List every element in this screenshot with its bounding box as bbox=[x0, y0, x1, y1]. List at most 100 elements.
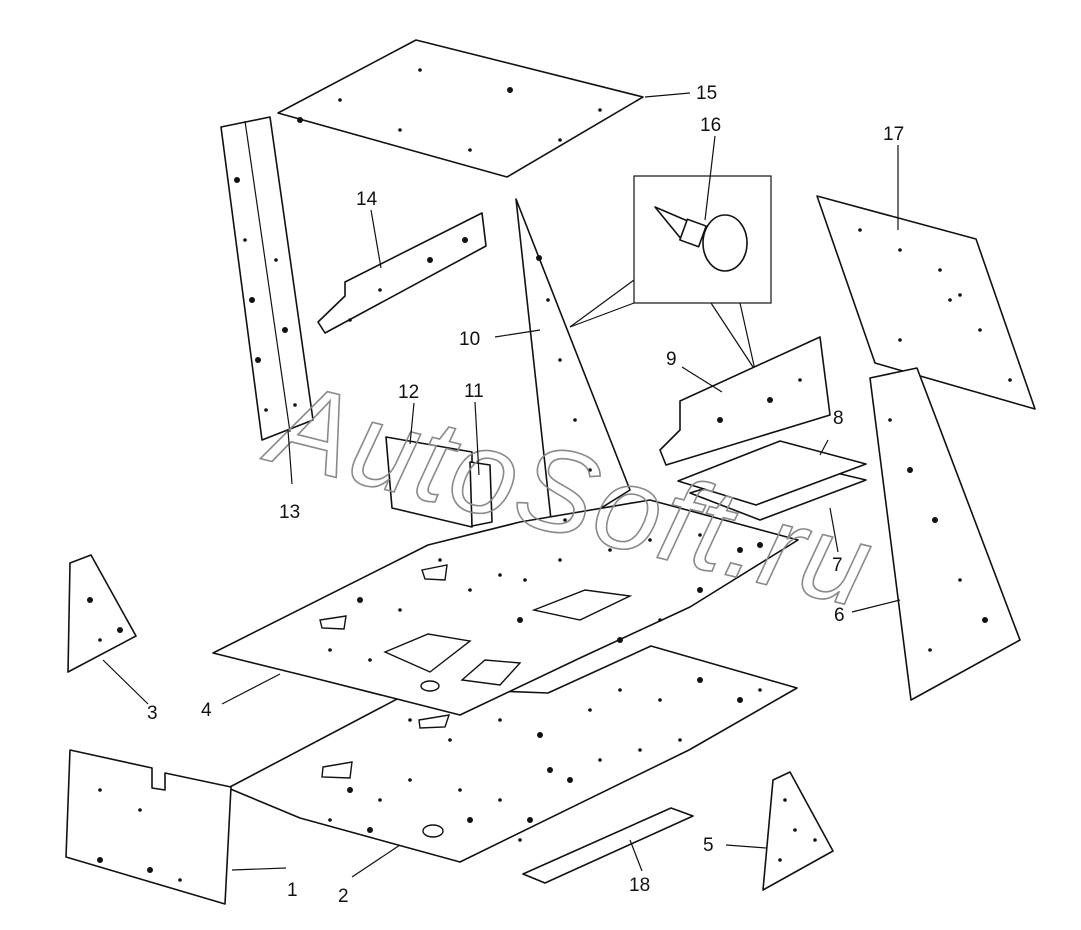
hole-dot bbox=[328, 648, 332, 652]
hole-dot bbox=[717, 417, 723, 423]
hole-dot bbox=[147, 867, 153, 873]
hole-dot bbox=[518, 838, 522, 842]
hole-dot bbox=[697, 587, 703, 593]
mounting-holes bbox=[87, 68, 1012, 882]
hole-dot bbox=[378, 798, 382, 802]
hole-dot bbox=[448, 738, 452, 742]
hole-dot bbox=[468, 588, 472, 592]
hole-dot bbox=[468, 148, 472, 152]
hole-dot bbox=[958, 293, 962, 297]
hole-dot bbox=[527, 817, 533, 823]
callout-12: 12 bbox=[398, 382, 419, 403]
hole-dot bbox=[347, 787, 353, 793]
leader-lines bbox=[102, 92, 901, 878]
hole-dot bbox=[573, 418, 577, 422]
hole-dot bbox=[368, 658, 372, 662]
part-4-upper-floor-panel bbox=[212, 499, 799, 716]
hole-dot bbox=[898, 248, 902, 252]
part-8-upper-pad bbox=[677, 440, 867, 506]
callout-2: 2 bbox=[338, 886, 349, 907]
callout-7: 7 bbox=[832, 555, 843, 576]
hole-dot bbox=[648, 538, 652, 542]
hole-dot bbox=[698, 533, 702, 537]
hole-dot bbox=[563, 518, 567, 522]
hole-dot bbox=[87, 597, 93, 603]
hole-dot bbox=[567, 777, 573, 783]
hole-dot bbox=[408, 778, 412, 782]
callout-8: 8 bbox=[833, 408, 844, 429]
hole-dot bbox=[948, 298, 952, 302]
hole-dot bbox=[408, 718, 412, 722]
hole-dot bbox=[297, 117, 303, 123]
part-17-rear-panel bbox=[816, 195, 1036, 410]
hole-dot bbox=[638, 748, 642, 752]
hole-dot bbox=[117, 627, 123, 633]
part-14-upper-trim bbox=[317, 212, 487, 334]
hole-dot bbox=[658, 618, 662, 622]
hole-dot bbox=[617, 637, 623, 643]
hole-dot bbox=[978, 328, 982, 332]
hole-dot bbox=[958, 578, 962, 582]
hole-dot bbox=[558, 358, 562, 362]
hole-dot bbox=[98, 638, 102, 642]
hole-dot bbox=[138, 808, 142, 812]
callout-15: 15 bbox=[696, 83, 717, 104]
callout-16: 16 bbox=[700, 115, 721, 136]
hole-dot bbox=[507, 87, 513, 93]
part-9-right-trim bbox=[659, 336, 831, 466]
hole-dot bbox=[608, 548, 612, 552]
hole-dot bbox=[328, 818, 332, 822]
hole-dot bbox=[234, 177, 240, 183]
hole-dot bbox=[778, 858, 782, 862]
hole-dot bbox=[498, 718, 502, 722]
hole-dot bbox=[498, 798, 502, 802]
part-6-right-tall-panel bbox=[869, 367, 1021, 701]
hole-dot bbox=[758, 688, 762, 692]
hole-dot bbox=[798, 378, 802, 382]
hole-dot bbox=[618, 688, 622, 692]
hole-dot bbox=[588, 708, 592, 712]
hole-dot bbox=[1008, 378, 1012, 382]
hole-dot bbox=[982, 617, 988, 623]
hole-dot bbox=[264, 408, 268, 412]
part-16-fastener-detail bbox=[569, 175, 772, 371]
hole-dot bbox=[293, 403, 297, 407]
part-12-center-panel bbox=[385, 436, 473, 528]
hole-dot bbox=[757, 542, 763, 548]
hole-dot bbox=[783, 798, 787, 802]
hole-dot bbox=[467, 817, 473, 823]
hole-dot bbox=[938, 268, 942, 272]
part-18-bottom-strip bbox=[522, 807, 694, 884]
hole-dot bbox=[598, 108, 602, 112]
hole-dot bbox=[498, 573, 502, 577]
callout-5: 5 bbox=[703, 835, 714, 856]
hole-dot bbox=[523, 578, 527, 582]
callout-9: 9 bbox=[666, 349, 677, 370]
hole-dot bbox=[462, 237, 468, 243]
hole-dot bbox=[398, 608, 402, 612]
callout-13: 13 bbox=[279, 502, 300, 523]
hole-dot bbox=[418, 68, 422, 72]
part-15-roof-panel bbox=[277, 39, 644, 178]
hole-dot bbox=[348, 318, 352, 322]
callout-1: 1 bbox=[287, 880, 298, 901]
hole-dot bbox=[932, 517, 938, 523]
hole-dot bbox=[398, 128, 402, 132]
hole-dot bbox=[793, 828, 797, 832]
callout-3: 3 bbox=[147, 703, 158, 724]
callout-4: 4 bbox=[201, 700, 212, 721]
hole-dot bbox=[858, 228, 862, 232]
callout-17: 17 bbox=[883, 124, 904, 145]
part-3-left-triangle bbox=[67, 554, 137, 673]
callout-18: 18 bbox=[629, 875, 650, 896]
hole-dot bbox=[282, 327, 288, 333]
hole-dot bbox=[546, 298, 550, 302]
hole-dot bbox=[178, 878, 182, 882]
hole-dot bbox=[598, 758, 602, 762]
hole-dot bbox=[255, 357, 261, 363]
hole-dot bbox=[697, 677, 703, 683]
hole-dot bbox=[98, 788, 102, 792]
hole-dot bbox=[813, 838, 817, 842]
hole-dot bbox=[458, 788, 462, 792]
